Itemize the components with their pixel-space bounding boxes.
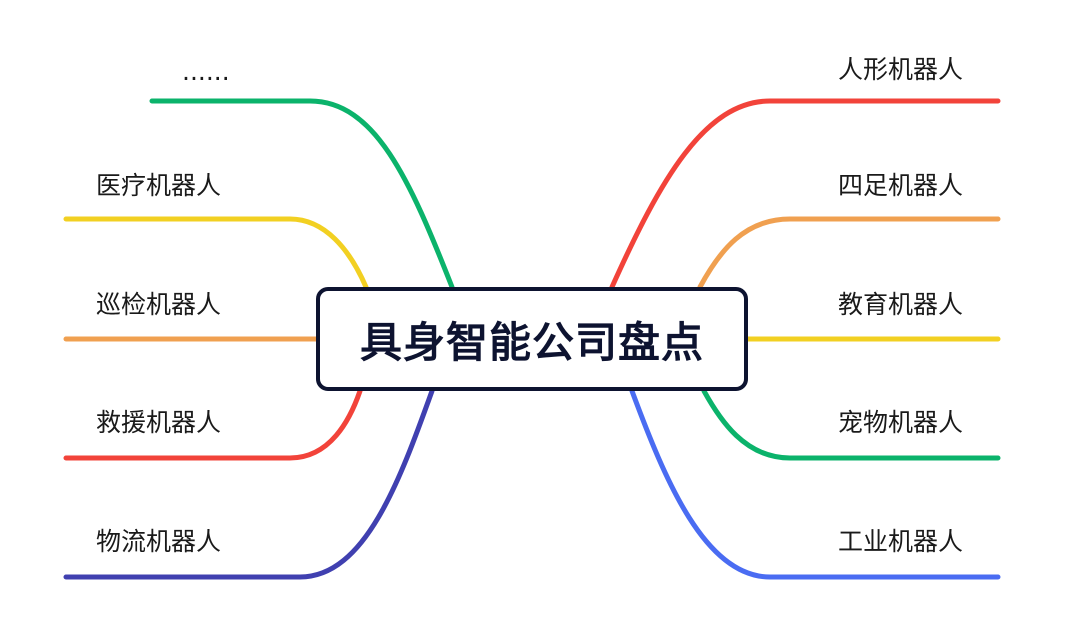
left-branch-label-medical[interactable]: 医疗机器人	[96, 171, 222, 200]
right-branch-line-humanoid	[609, 98, 1001, 290]
left-branch-label-rescue[interactable]: 救援机器人	[96, 408, 222, 437]
right-branch-label-pet[interactable]: 宠物机器人	[838, 408, 964, 437]
right-branch-line-pet	[701, 388, 1001, 461]
right-branch-line-industrial	[629, 388, 1001, 580]
right-branch-line-quadruped	[697, 216, 1001, 290]
left-branch-line-rescue	[63, 388, 363, 461]
right-branch-label-industrial[interactable]: 工业机器人	[838, 527, 964, 556]
left-branch-line-more	[149, 98, 455, 290]
left-branch-line-logistics	[63, 388, 435, 580]
right-branch-label-quadruped[interactable]: 四足机器人	[838, 171, 964, 200]
right-branch-label-education[interactable]: 教育机器人	[838, 290, 964, 319]
center-title: 具身智能公司盘点	[359, 317, 704, 367]
left-branch-label-inspection[interactable]: 巡检机器人	[96, 290, 222, 319]
left-branch-line-medical	[63, 216, 369, 290]
left-branch-label-more[interactable]: ......	[182, 57, 230, 86]
right-branch-label-humanoid[interactable]: 人形机器人	[838, 55, 964, 84]
center-node[interactable]: 具身智能公司盘点	[316, 287, 748, 391]
left-branch-label-logistics[interactable]: 物流机器人	[96, 527, 222, 556]
